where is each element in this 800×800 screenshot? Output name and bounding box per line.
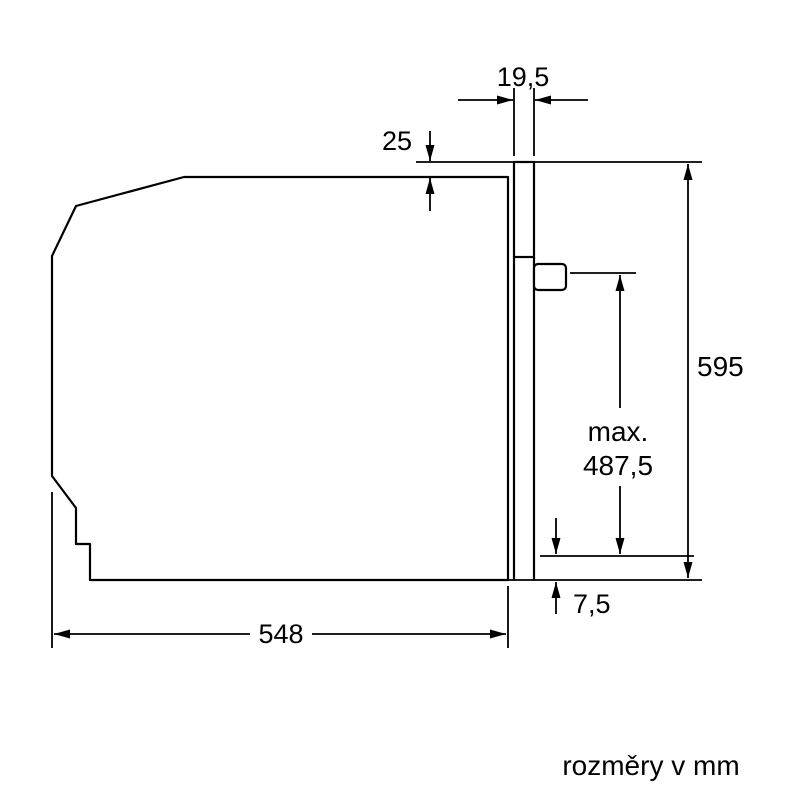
- oven-door-top-frame: [512, 160, 536, 259]
- dimension-label-body-depth: 548: [258, 619, 303, 649]
- dimension-label-overall-height: 595: [697, 351, 744, 382]
- oven-body-outline: [50, 175, 510, 582]
- dimension-label-door-thickness: 19,5: [497, 62, 550, 92]
- units-note: rozměry v mm: [562, 750, 739, 781]
- oven-door: [512, 160, 536, 580]
- dimension-label-max-height-word: max.: [588, 416, 649, 447]
- dimension-label-max-height-value: 487,5: [583, 450, 653, 481]
- oven-door-handle: [532, 262, 568, 292]
- dimension-label-bottom-clearance: 7,5: [573, 589, 611, 619]
- dimension-label-top-clearance: 25: [382, 126, 412, 156]
